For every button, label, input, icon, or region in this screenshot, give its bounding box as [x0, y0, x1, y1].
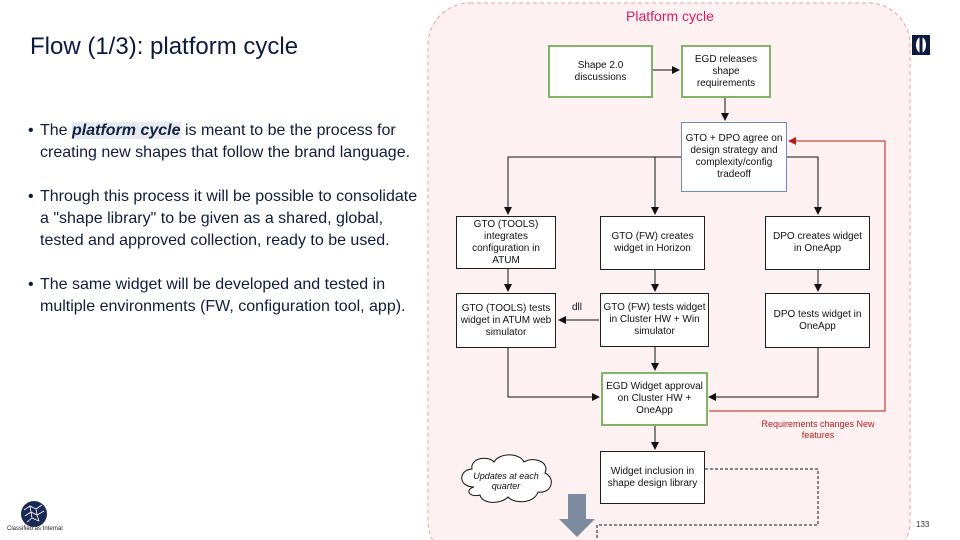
slide-title: Flow (1/3): platform cycle	[30, 33, 299, 60]
node-gto-tools-tests: GTO (TOOLS) tests widget in ATUM web sim…	[456, 293, 556, 348]
arrow	[507, 348, 600, 401]
bullet-text: is meant to be the process for creating …	[40, 122, 411, 161]
down-arrow-icon	[559, 494, 595, 537]
page-number: 133	[916, 520, 930, 529]
diagram-title: Platform cycle	[626, 8, 714, 24]
feedback-label: Requirements changes New features	[761, 419, 875, 440]
node-shape-discussions: Shape 2.0 discussions	[548, 45, 653, 98]
dll-label: dll	[572, 302, 583, 313]
node-egd-releases: EGD releases shape requirements	[681, 45, 771, 98]
classification-label: Classified as Internal	[7, 526, 63, 532]
node-gto-fw-tests: GTO (FW) tests widget in Cluster HW + Wi…	[600, 293, 709, 347]
node-widget-inclusion: Widget inclusion in shape design library	[600, 451, 705, 504]
bullet-item: • The same widget will be developed and t…	[28, 274, 423, 318]
bullet-text: Through this process it will be possible…	[40, 188, 418, 249]
arrow	[708, 348, 819, 401]
node-dpo-creates: DPO creates widget in OneApp	[765, 216, 870, 270]
bullet-dot: •	[28, 188, 34, 205]
cloud-label: Updates at each quarter	[473, 471, 539, 491]
bullet-item: • The platform cycle is meant to be the p…	[28, 120, 423, 164]
bullet-emphasis: platform cycle	[72, 122, 181, 139]
arrow	[504, 156, 681, 215]
bullet-dot: •	[28, 276, 34, 293]
brand-mark-icon	[912, 35, 930, 55]
arrow	[651, 156, 681, 215]
bullet-list: • The platform cycle is meant to be the p…	[28, 120, 423, 340]
node-gto-fw-creates: GTO (FW) creates widget in Horizon	[600, 216, 705, 270]
bullet-item: • Through this process it will be possibl…	[28, 186, 423, 252]
bullet-text: The same widget will be developed and te…	[40, 276, 406, 315]
bullet-text: The	[40, 122, 73, 139]
cloud-shape	[461, 454, 552, 503]
node-gto-tools-integrates: GTO (TOOLS) integrates configuration in …	[456, 216, 556, 269]
node-egd-approval: EGD Widget approval on Cluster HW + OneA…	[601, 372, 708, 426]
node-gto-dpo-agree: GTO + DPO agree on design strategy and c…	[681, 122, 787, 192]
bullet-dot: •	[28, 122, 34, 139]
globe-logo-icon	[21, 501, 47, 527]
node-dpo-tests: DPO tests widget in OneApp	[765, 293, 870, 348]
